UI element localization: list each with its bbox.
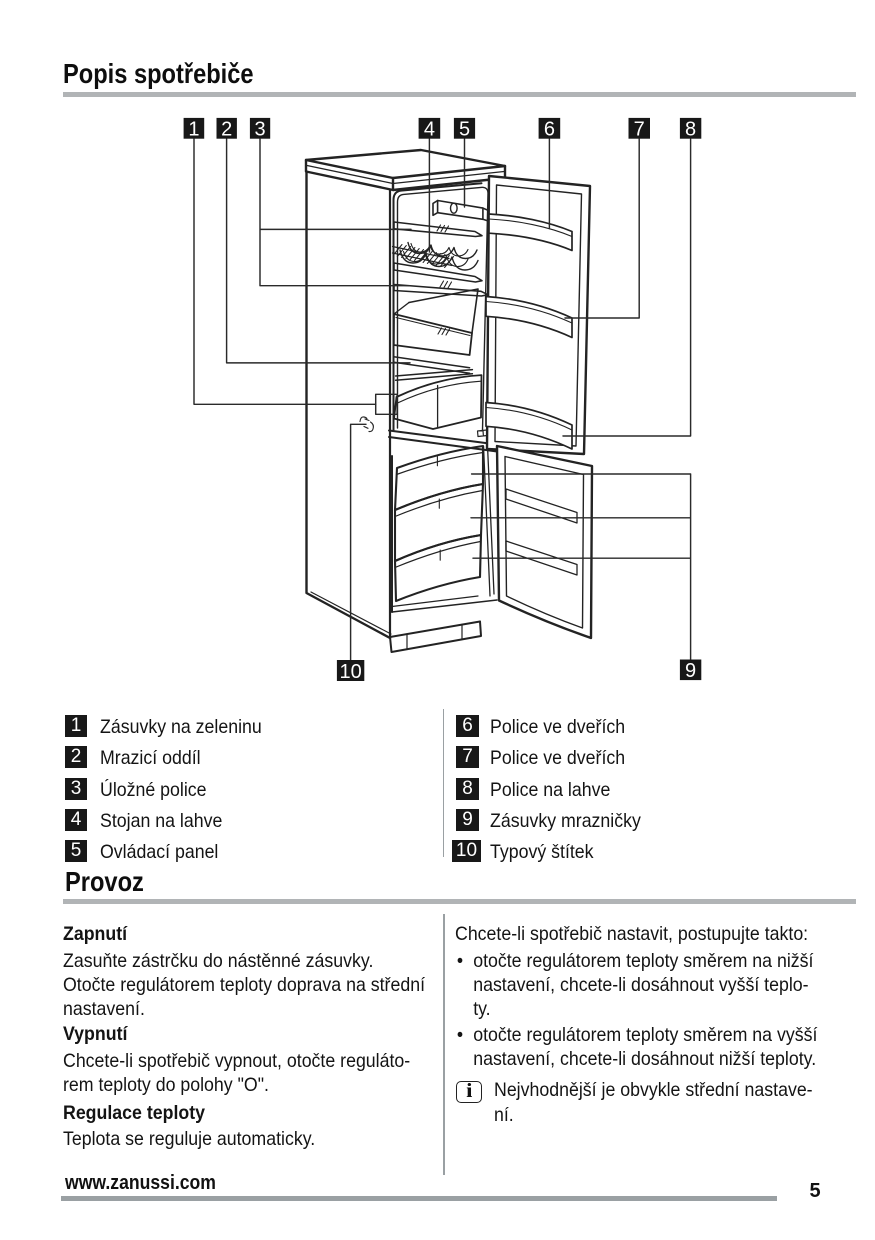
svg-text:1: 1 (188, 119, 199, 141)
svg-text:9: 9 (685, 660, 696, 682)
svg-text:8: 8 (685, 119, 696, 141)
svg-text:7: 7 (634, 119, 645, 141)
svg-text:2: 2 (221, 119, 232, 141)
svg-text:4: 4 (424, 119, 435, 141)
svg-text:10: 10 (339, 661, 361, 683)
svg-text:5: 5 (459, 119, 470, 141)
svg-text:3: 3 (254, 119, 265, 141)
svg-text:6: 6 (544, 119, 555, 141)
